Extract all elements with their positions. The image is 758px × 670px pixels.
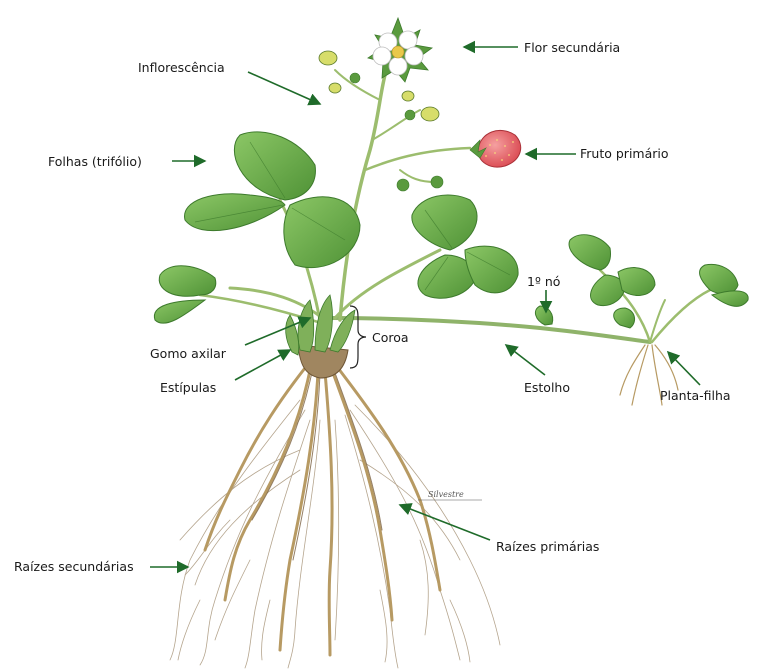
artist-signature: Silvestre	[428, 490, 464, 499]
label-raizes-secundarias: Raízes secundárias	[14, 559, 134, 574]
label-coroa: Coroa	[372, 330, 409, 345]
label-estipulas: Estípulas	[160, 380, 216, 395]
label-primeiro-no: 1º nó	[527, 274, 560, 289]
label-planta-filha: Planta-filha	[660, 388, 731, 403]
leaves-illustration	[154, 132, 748, 328]
label-inflorescencia: Inflorescência	[138, 60, 225, 75]
secondary-roots	[170, 400, 500, 668]
label-gomo-axilar: Gomo axilar	[150, 346, 227, 361]
label-fruto-primario: Fruto primário	[580, 146, 669, 161]
flower-illustration	[319, 18, 521, 191]
label-folhas: Folhas (trifólio)	[48, 154, 142, 169]
label-estolho: Estolho	[524, 380, 570, 395]
primary-roots	[205, 368, 440, 655]
label-flor-secundaria: Flor secundária	[524, 40, 620, 55]
label-raizes-primarias: Raízes primárias	[496, 539, 599, 554]
roots-illustration	[170, 345, 500, 668]
